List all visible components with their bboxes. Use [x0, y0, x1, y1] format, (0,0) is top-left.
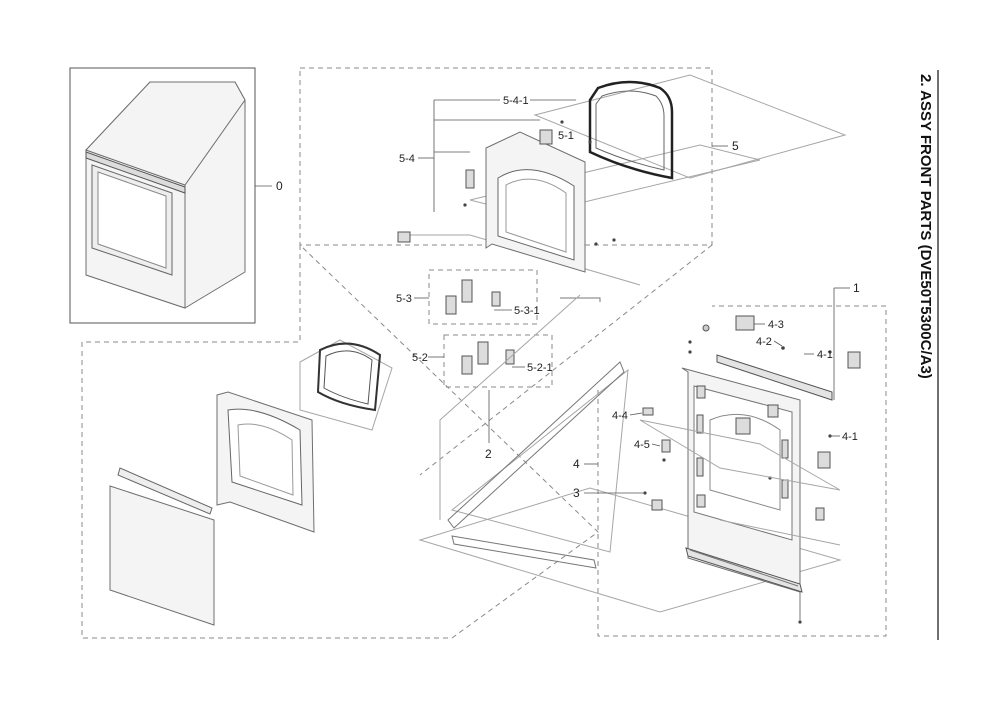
- hinge-icon: [397, 129, 553, 243]
- label-4-5: 4-5: [634, 439, 650, 451]
- screw-icon: [643, 324, 832, 624]
- door-gasket-icon: [299, 339, 393, 431]
- front-panel-icon: [681, 367, 801, 593]
- label-5-4-1: 5-4-1: [503, 95, 529, 107]
- diagram-title: 2. ASSY FRONT PARTS (DVE50T5300C/A3): [917, 74, 934, 379]
- label-5-1: 5-1: [558, 130, 574, 142]
- front-panel-icon: [685, 354, 833, 593]
- door-gasket-icon: [588, 80, 674, 180]
- label-4-1-bottom: 4-1: [842, 431, 858, 443]
- door-frame-icon: [485, 131, 586, 273]
- label-4-4: 4-4: [612, 410, 628, 422]
- label-4: 4: [573, 457, 580, 471]
- label-2: 2: [485, 447, 492, 461]
- label-5-4: 5-4: [399, 153, 415, 165]
- label-4-2: 4-2: [756, 336, 772, 348]
- label-3: 3: [573, 486, 580, 500]
- group-4-outline: [597, 305, 887, 637]
- dryer-icon: [69, 67, 256, 324]
- door-frame-icon: [216, 391, 315, 533]
- hinge-icon: [461, 341, 515, 375]
- hinge-icon: [445, 279, 501, 315]
- label-5-2-1: 5-2-1: [527, 362, 553, 374]
- label-1: 1: [853, 281, 860, 295]
- door-panel-icon: [109, 467, 215, 626]
- hinge-icon: [642, 315, 861, 521]
- group-2-outline: [81, 243, 599, 639]
- label-0: 0: [276, 179, 283, 193]
- label-5-3-1: 5-3-1: [514, 305, 540, 317]
- screw-icon: [463, 120, 616, 246]
- label-5-2: 5-2: [412, 352, 428, 364]
- label-5-3: 5-3: [396, 293, 412, 305]
- label-4-3: 4-3: [768, 319, 784, 331]
- label-4-1-top: 4-1: [817, 349, 833, 361]
- label-5: 5: [732, 139, 739, 153]
